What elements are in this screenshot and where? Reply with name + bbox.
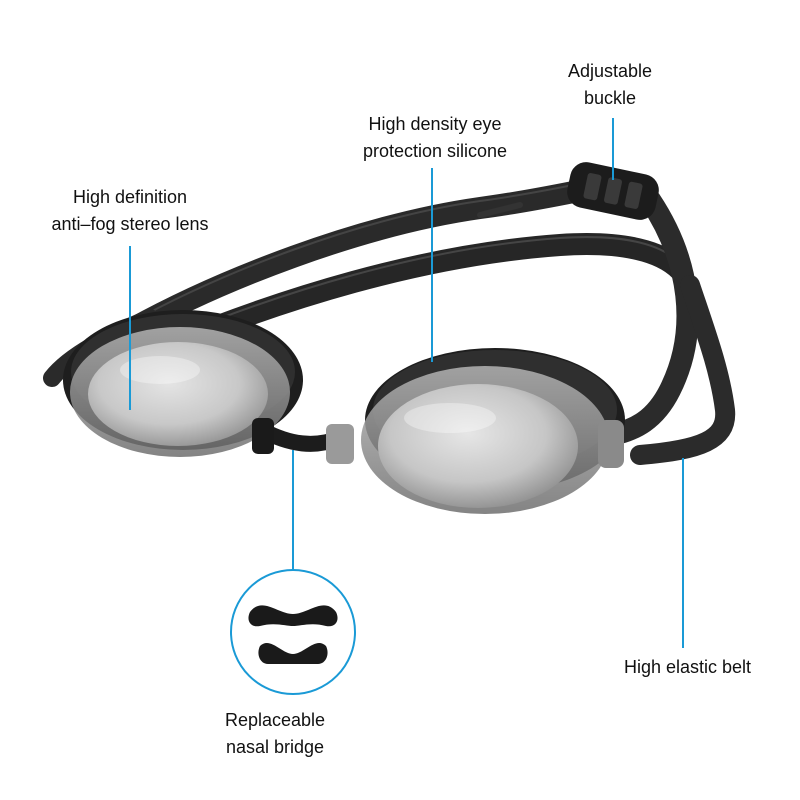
adjustable-buckle	[567, 162, 659, 220]
label-eye-protection-silicone-line1: High density eye	[368, 114, 502, 134]
label-adjustable-buckle-line2: buckle	[583, 88, 637, 108]
label-nasal-bridge: Replaceable nasal bridge	[200, 707, 350, 761]
nasal-bridge-piece-icon	[258, 642, 328, 664]
label-elastic-belt-line1: High elastic belt	[623, 657, 752, 677]
left-lens	[88, 342, 268, 446]
label-adjustable-buckle: Adjustable buckle	[540, 58, 680, 112]
label-adjustable-buckle-line1: Adjustable	[567, 61, 653, 81]
label-eye-protection-silicone: High density eye protection silicone	[320, 111, 550, 165]
callout-lines	[129, 118, 684, 648]
label-elastic-belt: High elastic belt	[600, 654, 775, 681]
right-eye-cup	[361, 348, 625, 514]
left-eye-cup	[63, 310, 303, 457]
elastic-belt	[43, 174, 736, 465]
label-nasal-bridge-line2: nasal bridge	[225, 737, 325, 757]
nose-bridge	[252, 418, 354, 464]
label-nasal-bridge-line1: Replaceable	[224, 710, 326, 730]
right-lens	[378, 384, 578, 508]
label-anti-fog-lens-line2: anti–fog stereo lens	[51, 214, 209, 234]
nasal-bridge-piece-icon	[248, 605, 338, 627]
label-eye-protection-silicone-line2: protection silicone	[362, 141, 508, 161]
nasal-bridge-inset	[230, 569, 356, 695]
label-anti-fog-lens-line1: High definition	[72, 187, 188, 207]
label-anti-fog-lens: High definition anti–fog stereo lens	[20, 184, 240, 238]
